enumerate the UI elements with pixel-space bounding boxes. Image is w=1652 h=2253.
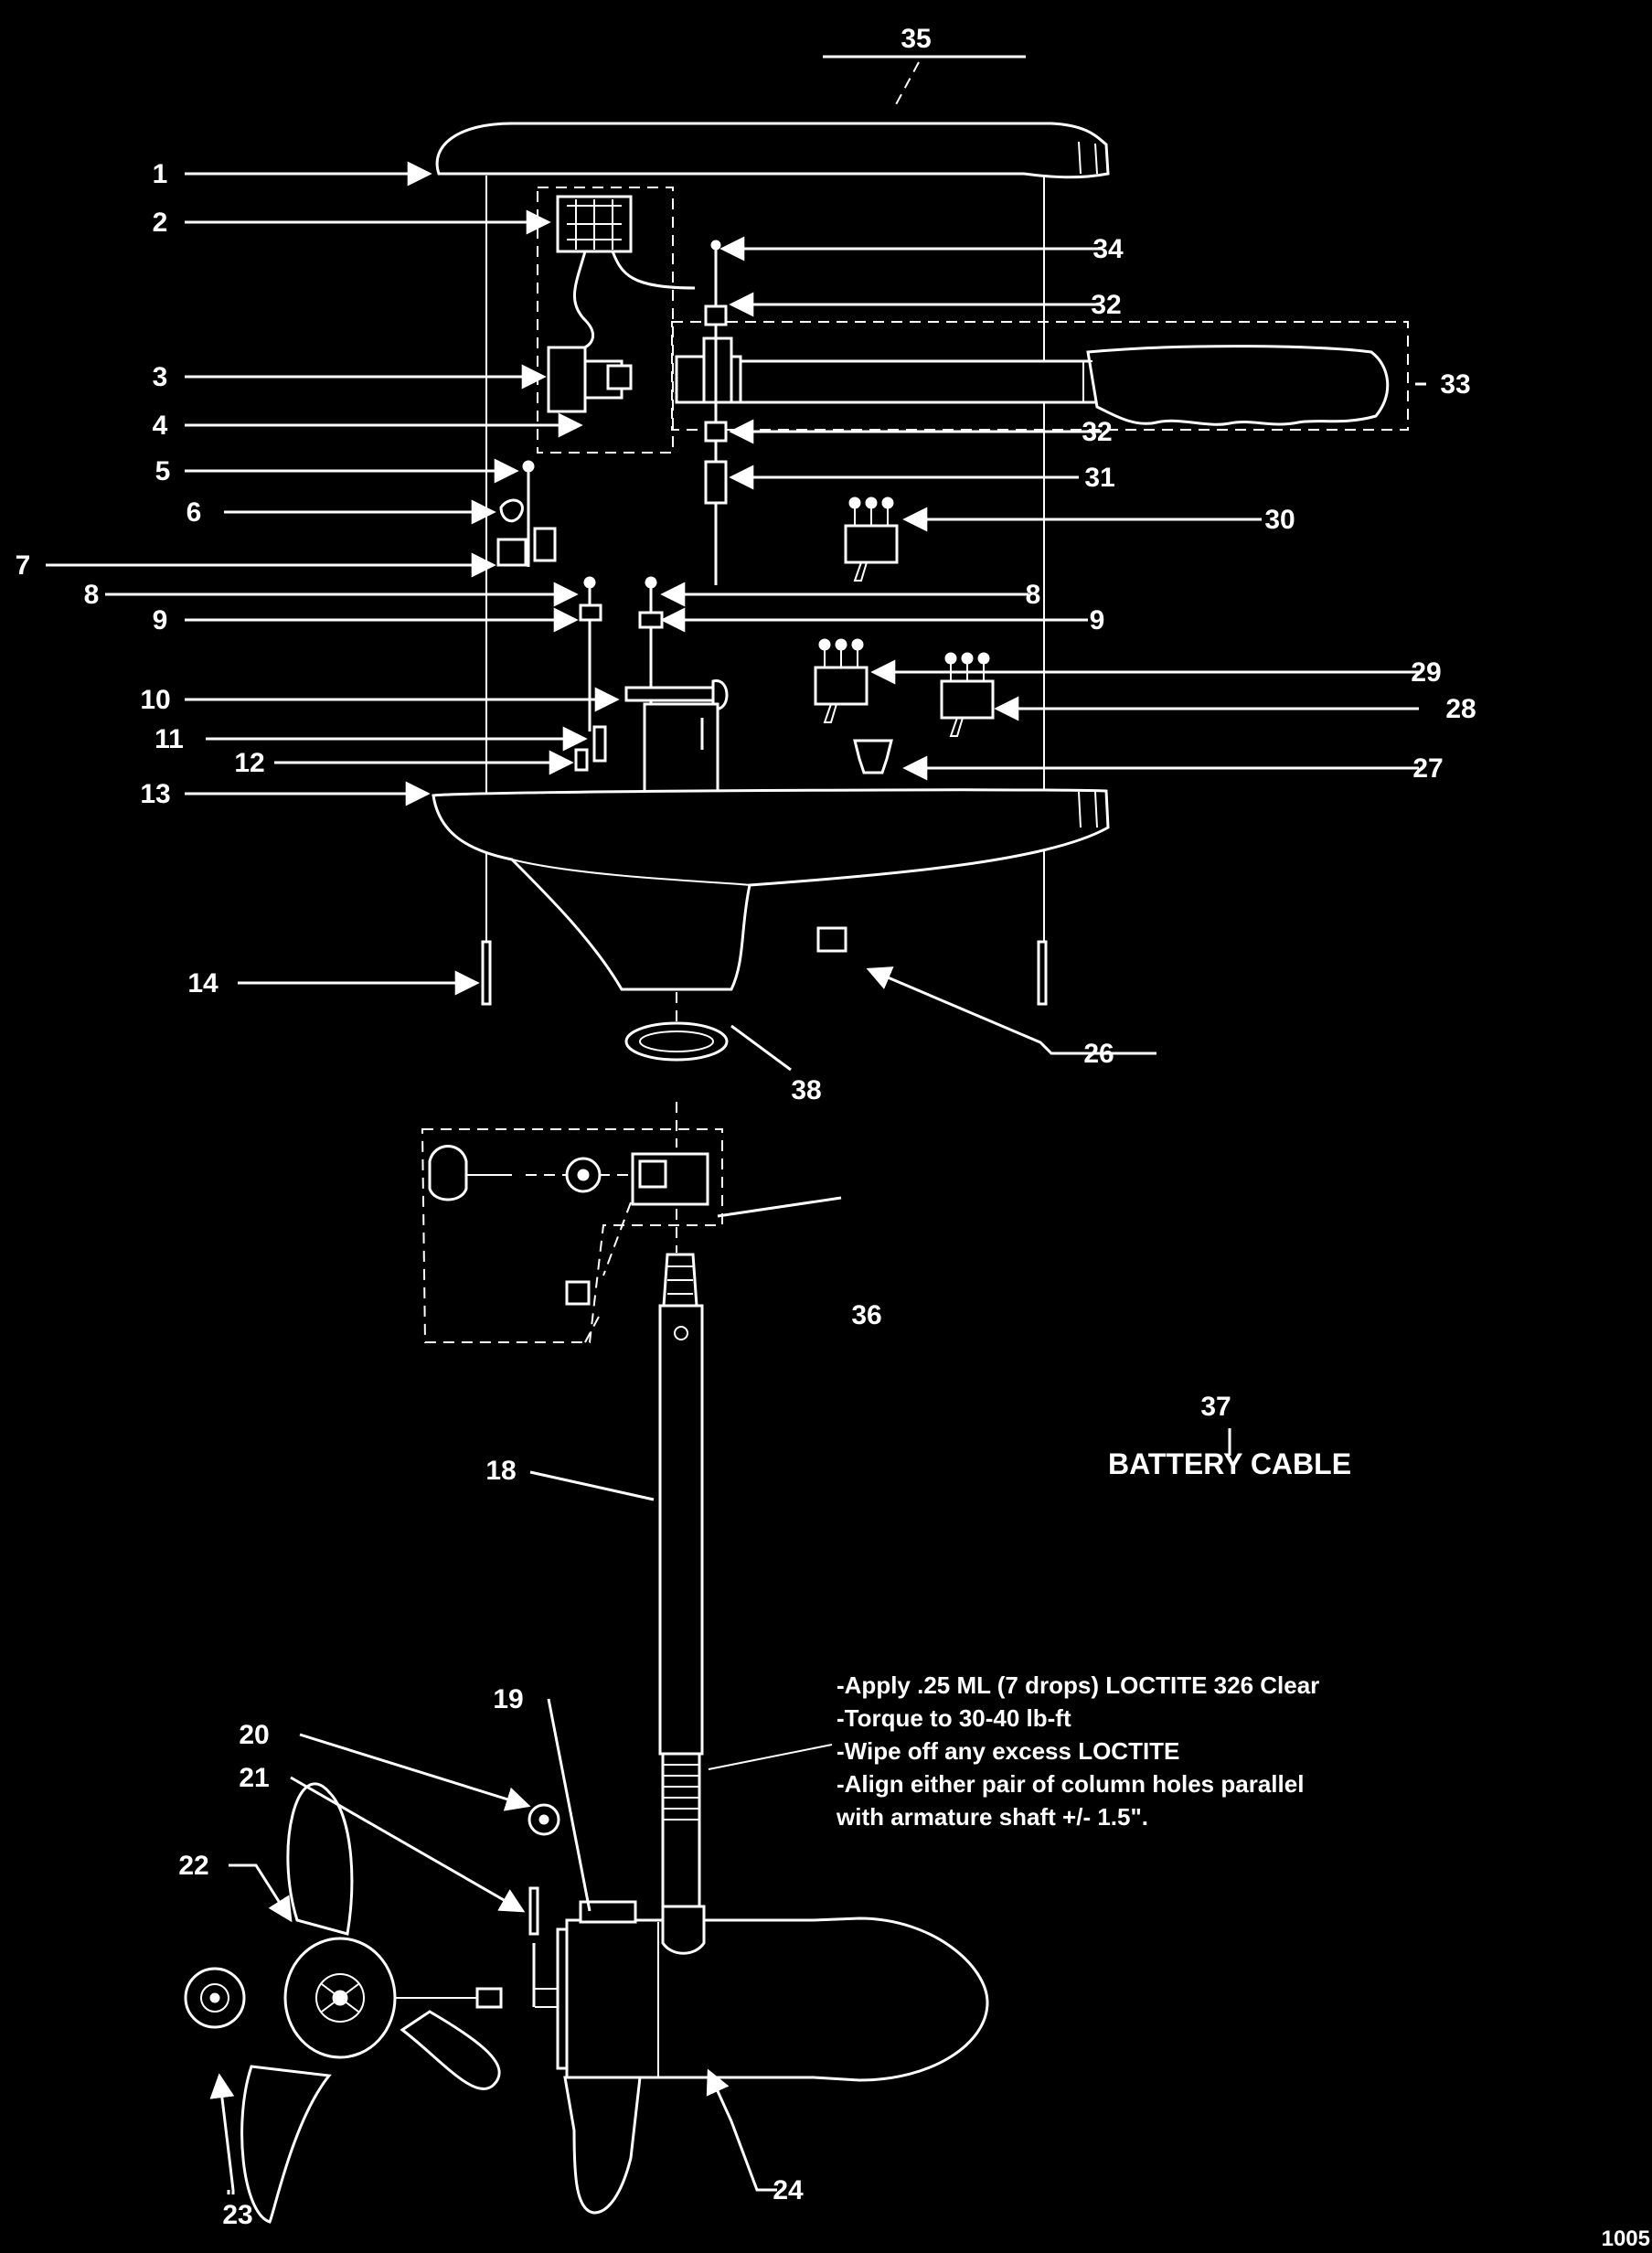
switch-boot-27 xyxy=(853,739,893,774)
callout-numbers: 35 1 2 3 4 5 6 7 8 9 10 11 12 13 14 18 1… xyxy=(16,24,1476,2230)
instruction-line-3: -Wipe off any excess LOCTITE xyxy=(837,1737,1179,1765)
callout-10: 10 xyxy=(140,685,170,715)
instruction-line-2: -Torque to 30-40 lb-ft xyxy=(837,1704,1071,1732)
callout-32-bottom: 32 xyxy=(1082,417,1112,447)
callout-2: 2 xyxy=(153,208,168,238)
prop-nut xyxy=(184,1967,246,2029)
steering-column xyxy=(658,1253,704,1908)
lower-housing xyxy=(432,788,1110,991)
instruction-line-5: with armature shaft +/- 1.5". xyxy=(836,1803,1148,1831)
callout-23: 23 xyxy=(222,2200,252,2230)
pin-19 xyxy=(579,1900,637,1924)
callout-12: 12 xyxy=(234,748,264,778)
switches-group xyxy=(814,497,995,774)
callout-20: 20 xyxy=(239,1720,269,1750)
callout-26: 26 xyxy=(1083,1039,1114,1069)
callout-8-left: 8 xyxy=(84,580,100,610)
switch-30 xyxy=(844,497,899,582)
callout-27: 27 xyxy=(1412,753,1443,784)
callout-13: 13 xyxy=(140,779,170,809)
callout-5: 5 xyxy=(155,456,171,486)
callout-19: 19 xyxy=(493,1684,523,1714)
assembly-instructions: -Apply .25 ML (7 drops) LOCTITE 326 Clea… xyxy=(836,1671,1319,1831)
trolling-motor xyxy=(535,1905,989,2215)
callout-leaders xyxy=(46,161,1426,2194)
callout-18: 18 xyxy=(485,1456,516,1486)
callout-24: 24 xyxy=(773,2175,804,2205)
callout-32-top: 32 xyxy=(1091,290,1121,320)
callout-14: 14 xyxy=(187,968,218,998)
callout-6: 6 xyxy=(187,497,202,528)
callout-33: 33 xyxy=(1440,369,1470,400)
small-hardware-parts xyxy=(496,460,729,795)
callout-4: 4 xyxy=(153,411,168,441)
instruction-line-4: -Align either pair of column holes paral… xyxy=(837,1770,1304,1798)
tiller-pivot-parts xyxy=(704,240,728,585)
callout-11: 11 xyxy=(155,724,184,754)
callout-29: 29 xyxy=(1411,657,1441,688)
drive-pin-21 xyxy=(528,1886,539,2007)
screws-14 xyxy=(481,940,1048,1006)
circuit-board-assembly xyxy=(537,187,696,454)
callout-35: 35 xyxy=(901,24,931,54)
propeller xyxy=(240,1782,503,2224)
callout-34: 34 xyxy=(1092,234,1124,264)
callout-9-right: 9 xyxy=(1090,605,1105,635)
callout-3: 3 xyxy=(153,362,168,392)
callout-9-left: 9 xyxy=(153,605,168,635)
hatch-line-35 xyxy=(823,55,1026,109)
callout-30: 30 xyxy=(1264,505,1295,535)
callout-21: 21 xyxy=(239,1763,269,1793)
callout-22: 22 xyxy=(178,1851,208,1881)
callout-7: 7 xyxy=(16,550,31,581)
top-cover xyxy=(435,122,1110,179)
callout-37: 37 xyxy=(1200,1392,1231,1422)
callout-8-right: 8 xyxy=(1026,580,1041,610)
tiller-handle xyxy=(671,321,1409,431)
washer-20 xyxy=(528,1803,560,1836)
callout-28: 28 xyxy=(1445,694,1476,724)
callout-31: 31 xyxy=(1084,463,1114,493)
switch-28 xyxy=(940,652,995,737)
callout-1: 1 xyxy=(153,159,168,189)
instruction-line-1: -Apply .25 ML (7 drops) LOCTITE 326 Clea… xyxy=(837,1671,1319,1699)
switch-29 xyxy=(814,638,869,723)
callout-38: 38 xyxy=(791,1075,821,1105)
callout-36: 36 xyxy=(851,1300,881,1330)
seal-ring xyxy=(624,1021,729,1062)
collar-assembly xyxy=(421,1102,723,1343)
battery-cable-label: BATTERY CABLE xyxy=(1108,1447,1351,1480)
figure-code: 1005 xyxy=(1602,2226,1650,2251)
